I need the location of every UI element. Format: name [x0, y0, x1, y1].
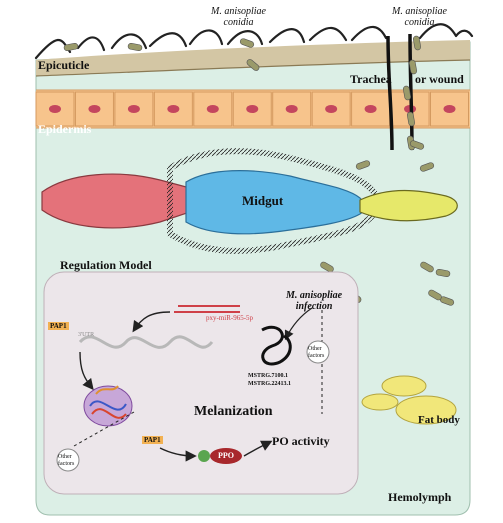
conidium [409, 140, 425, 150]
hemolymph-label: Hemolymph [388, 490, 452, 504]
conidium [409, 59, 417, 75]
regulation-model-box [43, 271, 359, 495]
conidium [127, 43, 143, 51]
epidermis-cell [272, 91, 312, 127]
conidia-left-line2: conidia [223, 17, 254, 28]
cell-nucleus [325, 105, 338, 113]
other-factors-right-label: Other factors [308, 346, 325, 359]
conidia-left-line1: M. anisopliae [211, 6, 266, 17]
midgut-label: Midgut [242, 193, 284, 208]
conidium [419, 162, 435, 172]
pap1-3utr-label: 3'UTR [78, 332, 95, 338]
epidermis-cell [311, 91, 351, 127]
conidium [428, 289, 442, 301]
fat-body-2 [395, 395, 457, 425]
conidia-right-line2: conidia [404, 17, 435, 28]
conidium [413, 35, 421, 51]
cell-nucleus [167, 105, 180, 113]
arrow-pap1-ppo [159, 447, 197, 462]
ppo-node [198, 450, 210, 462]
cell-nucleus [285, 105, 298, 113]
conidium [320, 261, 334, 273]
ppo-body [210, 448, 242, 464]
epidermis-cell [153, 91, 193, 127]
conidium [420, 261, 434, 273]
cell-nucleus [443, 105, 456, 113]
lnc-line2: MSTRG.22413.1 [248, 381, 292, 387]
other-factors-left-label: Other factors [58, 454, 75, 467]
pap1-top-label: PAP1 [48, 322, 69, 330]
cell-nucleus [206, 105, 219, 113]
hindgut [359, 189, 458, 222]
arrow-infection-lnc [284, 307, 313, 341]
fat-body-label: Fat body [418, 414, 460, 426]
conidia-left-label: M. anisopliae conidia [211, 6, 266, 28]
pap1-mrna-wave [78, 335, 214, 349]
conidium [239, 38, 255, 48]
epidermis-label: Epidermis [38, 122, 92, 136]
epidermis-cell [35, 91, 75, 127]
pap1-bottom-label: PAP1 [142, 436, 163, 444]
melanization-label: Melanization [194, 404, 273, 419]
conidium [63, 43, 79, 51]
mirna-label: pxy-miR-965-5p [206, 314, 254, 322]
epicuticle-line [35, 59, 471, 77]
ppo-label: PPO [218, 451, 234, 460]
infection-label: M. anisopliae infection [286, 290, 342, 312]
cuticle-bristles [34, 23, 474, 60]
infection-line1: M. anisopliae [286, 290, 343, 301]
infection-line2: infection [295, 301, 333, 312]
conidium [355, 160, 371, 170]
cell-nucleus [364, 105, 377, 113]
arrow-ppo-po [243, 440, 273, 457]
lnc-label: MSTRG.7100.1 MSTRG.22413.1 [248, 372, 291, 388]
cell-nucleus [246, 105, 259, 113]
conidium [435, 269, 451, 277]
epicuticle-layer [36, 40, 470, 76]
conidia-right-line1: M. anisopliae [392, 6, 447, 17]
lncrna-coil [261, 325, 292, 366]
other-factors-circle-left [56, 448, 80, 472]
conidium [403, 85, 411, 101]
other-factors-circle-right [306, 340, 330, 364]
fat-body-3 [361, 393, 399, 411]
epicuticle-label: Epicuticle [38, 58, 90, 72]
lnc-line1: MSTRG.7100.1 [248, 373, 289, 379]
fat-body-1 [381, 375, 427, 397]
cell-nucleus [127, 105, 140, 113]
trachea-label: Trachea [350, 72, 392, 86]
epidermis-cell [430, 91, 469, 127]
epidermis-cell [114, 91, 154, 127]
mirna-strand [174, 305, 240, 313]
wound-label: or wound [415, 72, 464, 86]
epidermis-cell [193, 91, 233, 127]
po-activity-label: PO activity [272, 434, 330, 448]
arrow-pap1-protein [79, 351, 94, 391]
conidium [246, 59, 260, 71]
pap1-protein [83, 385, 133, 427]
arrow-mirna-pap1 [132, 311, 171, 333]
epidermis-cell [232, 91, 272, 127]
conidia-right-label: M. anisopliae conidia [392, 6, 447, 28]
conidium [407, 111, 415, 127]
regulation-model-label: Regulation Model [60, 258, 152, 272]
epidermis-cell [74, 91, 114, 127]
cell-nucleus [88, 105, 101, 113]
cell-nucleus [49, 105, 61, 113]
